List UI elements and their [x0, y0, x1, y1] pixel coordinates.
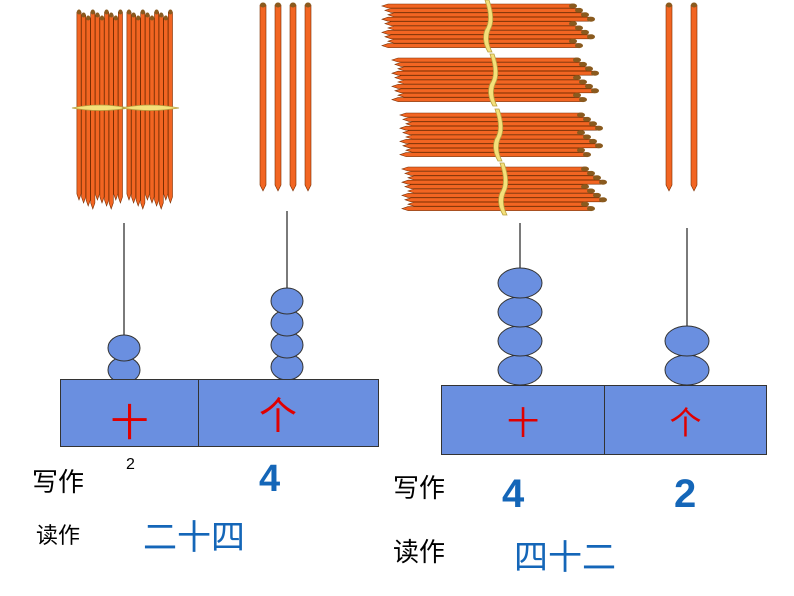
single-stick — [304, 2, 312, 192]
stick-bundle — [121, 9, 180, 210]
abacus-rods — [123, 211, 688, 385]
stick — [394, 61, 587, 67]
left-write-label: 写作 — [32, 468, 85, 498]
stick — [381, 3, 577, 9]
abacus-bead — [270, 287, 304, 315]
right-tens-place-box — [441, 385, 605, 455]
left-ones-digit: 4 — [259, 458, 281, 500]
left-stick-bundles — [71, 9, 180, 210]
right-ones-digit: 2 — [674, 472, 697, 516]
right-ones-place-box — [604, 385, 767, 455]
stick — [85, 15, 91, 207]
right-tens-label: 十 — [506, 404, 539, 442]
left-tens-digit: 2 — [126, 456, 135, 473]
single-stick — [259, 2, 267, 192]
left-ones-place-box — [198, 379, 379, 447]
stick — [401, 166, 589, 172]
left-read-label: 读作 — [36, 524, 81, 549]
stick — [158, 12, 164, 210]
stick-bundle — [71, 9, 130, 210]
abacus-bead — [497, 325, 543, 357]
stick-bundle — [391, 53, 599, 107]
left-reading: 二十四 — [143, 518, 245, 558]
left-ones-label: 个 — [258, 394, 297, 438]
single-stick — [289, 2, 297, 192]
bundle-tie — [488, 53, 499, 107]
stick — [108, 12, 114, 210]
stick — [381, 43, 583, 49]
bundle-tie — [483, 0, 494, 53]
single-stick — [274, 2, 282, 192]
stick — [402, 143, 603, 149]
stick — [135, 15, 141, 207]
single-stick — [665, 2, 673, 192]
stick — [399, 112, 585, 118]
stick — [384, 34, 595, 40]
stick-bundle — [381, 0, 595, 53]
left-single-sticks — [259, 2, 312, 192]
bundle-tie — [121, 104, 180, 111]
stick — [126, 9, 132, 201]
bundle-tie — [493, 108, 504, 162]
right-tens-digit: 4 — [502, 472, 525, 516]
stick-bundle — [399, 108, 603, 162]
right-reading: 四十二 — [514, 538, 616, 578]
stick — [404, 197, 607, 203]
abacus-bead — [107, 334, 141, 362]
stick — [387, 38, 577, 44]
stick — [402, 130, 585, 136]
bundle-tie — [498, 162, 509, 216]
abacus-bead — [664, 325, 710, 357]
stick — [76, 9, 82, 201]
right-stick-bundles — [381, 0, 607, 216]
abacus-beads — [107, 267, 710, 386]
stick — [404, 184, 589, 190]
abacus-bead — [497, 267, 543, 299]
single-stick — [690, 2, 698, 192]
right-ones-label: 个 — [669, 404, 702, 442]
stick — [401, 206, 595, 212]
abacus-bead — [664, 354, 710, 386]
stick — [394, 88, 599, 94]
stick — [402, 116, 591, 122]
right-write-label: 写作 — [393, 474, 446, 504]
abacus-bead — [497, 296, 543, 328]
stick — [391, 57, 581, 63]
right-read-label: 读作 — [393, 538, 446, 568]
stick — [394, 75, 581, 81]
stick — [404, 170, 595, 176]
stick-bundle — [401, 162, 607, 216]
left-tens-label: 十 — [110, 401, 149, 445]
stick — [384, 21, 577, 27]
stick — [384, 7, 583, 13]
abacus-bead — [497, 354, 543, 386]
right-single-sticks — [665, 2, 698, 192]
